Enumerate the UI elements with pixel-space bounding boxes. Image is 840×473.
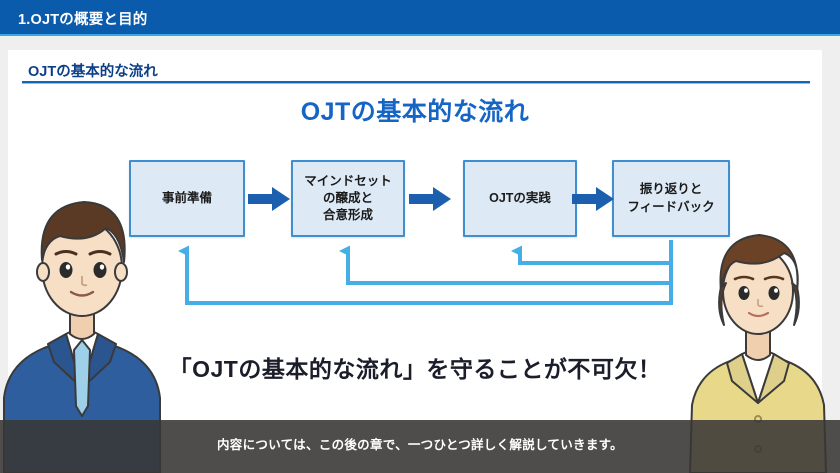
flow-box-step-1-label: 事前準備 xyxy=(161,190,212,205)
flow-diagram: 事前準備 マインドセット の醸成と 合意形成 OJTの実践 振り返りと フィード… xyxy=(8,50,822,422)
arrow-right-icon-step3-step4 xyxy=(572,187,614,211)
flow-box-step-4: 振り返りと フィードバック xyxy=(612,160,730,237)
flow-box-step-3-label: OJTの実践 xyxy=(489,190,551,205)
caption-bar: 内容については、この後の章で、一つひとつ詳しく解説していきます。 xyxy=(0,420,840,473)
header-title: 1.OJTの概要と目的 xyxy=(18,12,148,28)
feedback-loop-step4-to-step1 xyxy=(187,240,673,305)
section-divider xyxy=(22,81,810,84)
flow-box-step-3: OJTの実践 xyxy=(463,160,577,237)
flow-box-step-4-label: 振り返りと フィードバック xyxy=(627,182,715,214)
feedback-loop-step4-to-step2 xyxy=(348,240,673,285)
feedback-loop-step4-to-step3 xyxy=(520,240,673,265)
main-title: OJTの基本的な流れ xyxy=(300,98,530,126)
caption-text: 内容については、この後の章で、一つひとつ詳しく解説していきます。 xyxy=(217,438,623,452)
flow-box-step-1: 事前準備 xyxy=(129,160,245,237)
section-title: OJTの基本的な流れ xyxy=(28,64,158,80)
arrow-right-icon-step1-step2 xyxy=(248,187,290,211)
flow-box-step-2: マインドセット の醸成と 合意形成 xyxy=(291,160,405,237)
header-accent-rule xyxy=(0,34,840,36)
header-bar: 1.OJTの概要と目的 xyxy=(0,0,840,34)
content-card: OJTの基本的な流れ OJTの基本的な流れ 事前準備 マインドセット の醸成と … xyxy=(8,50,822,422)
key-statement: 「OJTの基本的な流れ」を守ることが不可欠！ xyxy=(168,356,662,382)
flow-box-step-2-label: マインドセット の醸成と 合意形成 xyxy=(304,173,392,223)
arrow-right-icon-step2-step3 xyxy=(409,187,451,211)
